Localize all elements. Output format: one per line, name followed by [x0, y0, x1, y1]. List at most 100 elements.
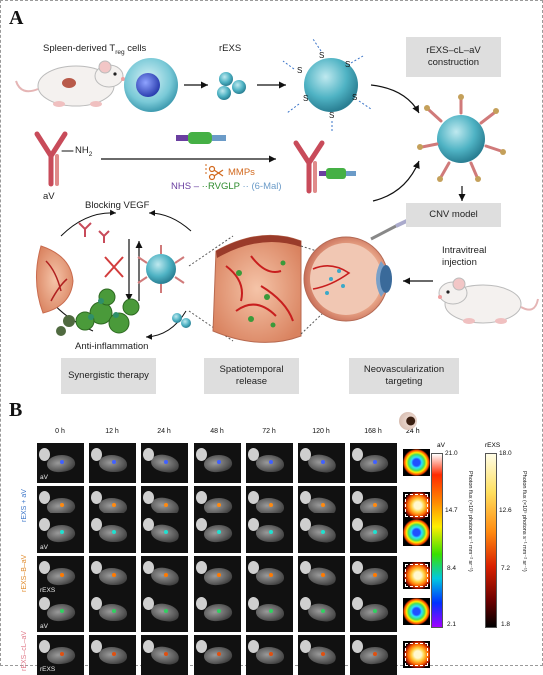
- eyeball-icon: [399, 412, 417, 430]
- eye-illustration: [304, 213, 423, 321]
- neovascularization-box: Neovascularization targeting: [349, 358, 459, 394]
- conjugate-illustration: [417, 94, 506, 182]
- eye-fluorescence-image: [403, 598, 430, 625]
- mouse-ear: [196, 597, 207, 610]
- cb-rexs-tick: 1.8: [501, 621, 510, 628]
- mouse-ear: [352, 597, 363, 610]
- imaging-frame: [141, 513, 188, 553]
- row-label: aV: [40, 544, 48, 551]
- mouse-illustration-left: [16, 61, 125, 107]
- fluorescence-spot: [164, 652, 168, 656]
- imaging-frame: [194, 592, 241, 632]
- mouse-ear: [143, 597, 154, 610]
- fluorescence-spot: [217, 460, 221, 464]
- imaging-frame: [246, 635, 293, 675]
- imaging-frame: [89, 513, 136, 553]
- row-label: aV: [40, 623, 48, 630]
- imaging-frame: [89, 556, 136, 596]
- imaging-frame: [246, 513, 293, 553]
- fluorescence-spot: [217, 652, 221, 656]
- mouse-ear: [352, 561, 363, 574]
- imaging-frame: [141, 556, 188, 596]
- imaging-frame: rEXS: [37, 556, 84, 596]
- cb-rexs-tick: 18.0: [499, 450, 512, 457]
- fluorescence-spot: [164, 460, 168, 464]
- therapy-cycle: [36, 213, 191, 337]
- mouse-ear: [196, 561, 207, 574]
- fluorescence-spot: [164, 503, 168, 507]
- imaging-frame: aV: [37, 592, 84, 632]
- imaging-frame: [298, 513, 345, 553]
- fluorescence-spot: [112, 573, 116, 577]
- group-label: rEXS–cL–aV: [21, 631, 28, 671]
- mouse-ear: [143, 448, 154, 461]
- mouse-ear: [91, 448, 102, 461]
- fluorescence-spot: [217, 530, 221, 534]
- colorbar-rexs-title: rEXS: [485, 442, 500, 449]
- imaging-frame: [89, 592, 136, 632]
- fluorescence-spot: [60, 530, 64, 534]
- blocking-vegf-label: Blocking VEGF: [85, 200, 149, 211]
- imaging-frame: [350, 635, 397, 675]
- mouse-ear: [300, 518, 311, 531]
- fluorescence-spot: [112, 652, 116, 656]
- panel-b-letter: B: [9, 399, 22, 422]
- antibody-av: [37, 134, 73, 184]
- mouse-ear: [248, 640, 259, 653]
- mouse-ear: [39, 597, 50, 610]
- imaging-frame: [89, 635, 136, 675]
- fluorescence-spot: [373, 573, 377, 577]
- fluorescence-spot: [60, 503, 64, 507]
- fluorescence-spot: [321, 609, 325, 613]
- fluorescence-spot: [60, 652, 64, 656]
- row-label: rEXS: [40, 666, 55, 673]
- eye-fluorescence-image: [403, 519, 430, 546]
- imaging-frame: [350, 513, 397, 553]
- fluorescence-spot: [321, 573, 325, 577]
- mouse-ear: [248, 597, 259, 610]
- antibody-linker-product: [296, 143, 356, 191]
- group-label: rEXS + aV: [21, 489, 28, 522]
- fluorescence-spot: [217, 503, 221, 507]
- mouse-ear: [196, 640, 207, 653]
- colorbar-rexs: [485, 453, 497, 628]
- timepoint-label: 24 h: [137, 428, 191, 435]
- nh2-label: NH2: [75, 145, 92, 158]
- rexs-label: rEXS: [219, 43, 241, 54]
- mouse-ear: [352, 640, 363, 653]
- fluorescence-spot: [373, 503, 377, 507]
- linker-legend: NHS – ··RVGLP ·· (6-Mal): [171, 181, 282, 192]
- imaging-frame: [246, 592, 293, 632]
- mouse-ear: [248, 491, 259, 504]
- imaging-frame: [89, 443, 136, 483]
- mouse-ear: [143, 640, 154, 653]
- fluorescence-spot: [373, 609, 377, 613]
- cb-av-tick: 14.7: [445, 507, 458, 514]
- svg-text:S: S: [303, 94, 308, 103]
- av-label: aV: [43, 191, 55, 202]
- timepoint-label: 48 h: [190, 428, 244, 435]
- colorbar-av: [431, 453, 443, 628]
- mouse-ear: [91, 561, 102, 574]
- imaging-frame: [298, 635, 345, 675]
- mouse-ear: [196, 518, 207, 531]
- imaging-frame: [350, 443, 397, 483]
- imaging-frame: rEXS: [37, 635, 84, 675]
- colorbar-av-label: Photon flux (×10⁵ photons s⁻¹ mm⁻² sr⁻¹): [467, 471, 473, 572]
- timepoint-label: 12 h: [85, 428, 139, 435]
- fluorescence-spot: [112, 503, 116, 507]
- fluorescence-spot: [321, 460, 325, 464]
- scissors-icon: [210, 167, 224, 180]
- treg-label: Spleen-derived Treg cells: [43, 43, 146, 56]
- retina-tissue-zoom: [213, 235, 301, 342]
- linker-top: [176, 132, 226, 144]
- imaging-frame: [350, 592, 397, 632]
- mouse-ear: [300, 597, 311, 610]
- imaging-frame: [141, 635, 188, 675]
- mouse-ear: [39, 640, 50, 653]
- fluorescence-spot: [321, 530, 325, 534]
- timepoint-label: 120 h: [294, 428, 348, 435]
- imaging-frame: [350, 556, 397, 596]
- fluorescence-spot: [269, 460, 273, 464]
- timepoint-label: 72 h: [242, 428, 296, 435]
